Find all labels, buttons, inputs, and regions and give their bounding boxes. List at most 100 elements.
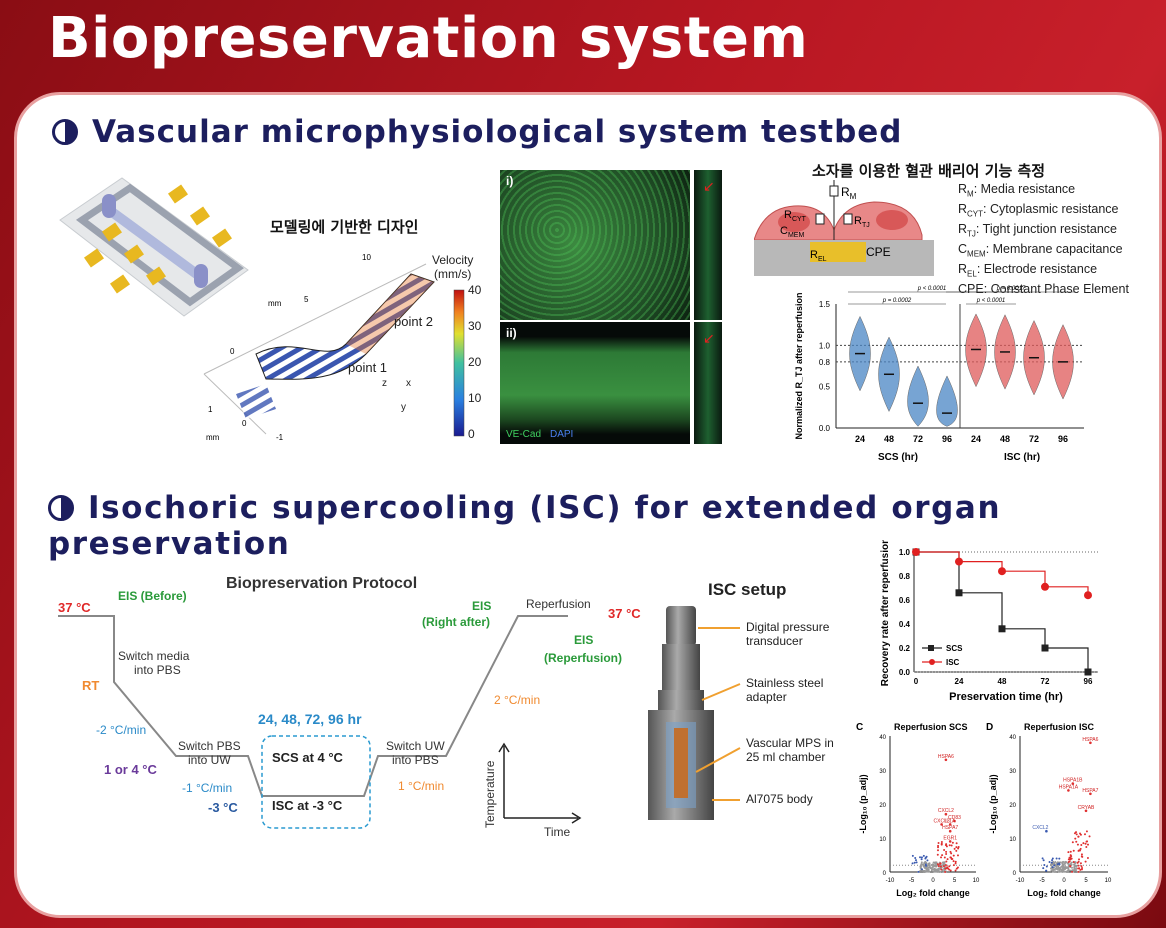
gene-label: EGR1 <box>943 835 957 841</box>
axis-mm-label: mm <box>268 299 282 308</box>
colorbar-tick: 20 <box>468 355 482 369</box>
data-point <box>1084 668 1092 676</box>
protocol-label: EIS <box>472 599 491 613</box>
y-tick: 0.6 <box>899 596 911 605</box>
gene-label: CXCL2 <box>1032 825 1048 831</box>
p-value-label: p = 0.0002 <box>882 298 912 304</box>
design-label: 모델링에 기반한 디자인 <box>270 218 419 236</box>
page-title: Biopreservation system <box>48 6 809 71</box>
p-value-label: p = 0.0017 <box>996 286 1026 292</box>
protocol-label: -1 °C/min <box>182 781 232 795</box>
x-tick: -10 <box>1016 878 1025 884</box>
legend-item: CMEM: Membrane capacitance <box>958 242 1123 259</box>
x-tick: 96 <box>1058 434 1068 444</box>
data-point <box>955 557 963 566</box>
svg-text:0: 0 <box>242 419 247 428</box>
x-tick: -5 <box>909 878 915 884</box>
protocol-label: (Reperfusion) <box>544 651 622 665</box>
x-tick: 0 <box>914 677 919 686</box>
gene-label: HSPA1A <box>1059 784 1079 790</box>
svg-text:-1: -1 <box>276 433 284 442</box>
protocol-label: Biopreservation Protocol <box>226 575 417 592</box>
point1-label: point 1 <box>348 360 387 375</box>
x-tick: 48 <box>884 434 894 444</box>
y-tick: 0.8 <box>899 572 911 581</box>
section-heading-isc: Isochoric supercooling (ISC) for extende… <box>48 490 1166 562</box>
data-point <box>1041 582 1049 591</box>
x-axis-label: Preservation time (hr) <box>949 691 1063 703</box>
svg-text:z: z <box>382 378 387 389</box>
protocol-label: 24, 48, 72, 96 hr <box>258 711 362 727</box>
gene-label: IL1A <box>945 818 956 824</box>
x-axis-label: Log₂ fold change <box>896 888 970 898</box>
svg-text:x: x <box>406 378 411 389</box>
x-tick: 72 <box>913 434 923 444</box>
section-heading-text: Vascular microphysiological system testb… <box>92 114 903 150</box>
y-tick: 1.0 <box>899 548 911 557</box>
x-tick: 96 <box>942 434 952 444</box>
legend-entry: SCS <box>946 644 963 653</box>
svg-text:10: 10 <box>362 253 371 262</box>
gene-label: HSPA7 <box>942 825 958 831</box>
x-tick: 72 <box>1029 434 1039 444</box>
volcano-title: Reperfusion ISC <box>1024 722 1095 732</box>
velocity-unit: (mm/s) <box>434 267 471 281</box>
protocol-label: SCS at 4 °C <box>272 750 344 765</box>
gene-label: HSPA7 <box>1082 788 1098 794</box>
red-arrow-icon: ↙ <box>703 178 715 194</box>
x-axis-label: Log₂ fold change <box>1027 888 1101 898</box>
legend-item: RM: Media resistance <box>958 182 1076 199</box>
data-point <box>1084 591 1092 600</box>
x-tick: 10 <box>1105 878 1112 884</box>
gene-label: CRYAB <box>1078 805 1095 811</box>
circuit-diagram: RM RCYT CMEM RTJ REL CPE <box>754 180 934 276</box>
red-arrow-icon: ↙ <box>703 330 715 346</box>
group-label: SCS (hr) <box>878 452 918 463</box>
y-axis-label: Recovery rate after reperfusion <box>880 540 891 686</box>
data-point <box>998 567 1006 576</box>
gene-label: HSPA6 <box>938 754 954 760</box>
x-tick: 48 <box>998 677 1007 686</box>
y-tick: 30 <box>1009 769 1016 775</box>
data-point <box>1041 644 1049 652</box>
colorbar-tick: 40 <box>468 283 482 297</box>
y-tick: 0 <box>1013 871 1017 877</box>
protocol-label: Time <box>544 825 571 839</box>
y-tick: 20 <box>1009 803 1016 809</box>
y-tick: 1.5 <box>819 300 831 309</box>
protocol-label: EIS (Before) <box>118 589 187 603</box>
protocol-label: ISC at -3 °C <box>272 798 343 813</box>
y-tick: 0.4 <box>899 620 911 629</box>
velocity-title: Velocity <box>432 253 473 267</box>
y-tick: 0.0 <box>899 668 911 677</box>
x-tick: 10 <box>973 878 980 884</box>
panel-label-i: i) <box>506 174 514 188</box>
y-tick: 30 <box>879 769 886 775</box>
gene-label: CXCL3 <box>934 818 950 824</box>
group-label: ISC (hr) <box>1004 452 1040 463</box>
protocol-label: RT <box>82 678 99 693</box>
y-axis-label: -Log₁₀ (p_adj) <box>988 774 998 833</box>
p-value-label: p < 0.0001 <box>917 286 947 292</box>
protocol-label: Reperfusion <box>526 597 591 611</box>
protocol-label: Switch PBS <box>178 739 241 753</box>
y-tick: 40 <box>879 735 886 741</box>
svg-text:5: 5 <box>304 295 309 304</box>
gene-label: CD83 <box>948 815 961 821</box>
microscopy-side-view: ↙ <box>694 170 722 320</box>
protocol-label: 2 °C/min <box>494 693 540 707</box>
section-heading-text: Isochoric supercooling (ISC) for extende… <box>48 490 1002 562</box>
x-tick: 0 <box>1062 878 1066 884</box>
violin-mark <box>936 375 958 427</box>
gene-label: HSPA1B <box>1063 778 1083 784</box>
protocol-label: Switch UW <box>386 739 445 753</box>
svg-text:RM: RM <box>841 185 857 201</box>
legend-item: RCYT: Cytoplasmic resistance <box>958 202 1119 219</box>
violin-mark <box>965 313 987 388</box>
